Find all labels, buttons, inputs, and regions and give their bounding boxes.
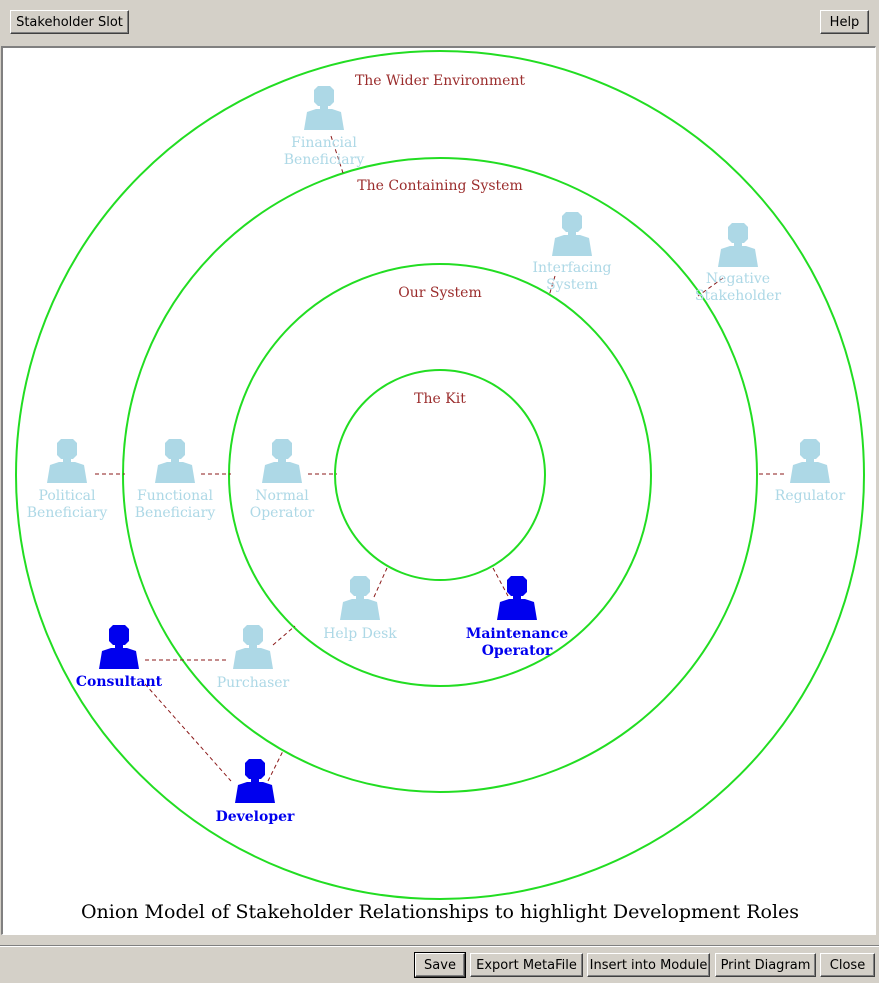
connector-line [272,625,296,646]
connector-line [697,277,724,297]
stakeholder-label-line: Help Desk [323,626,397,642]
stakeholder-label: Help Desk [323,626,397,642]
onion-diagram: The Kit Our System The Containing System Th… [15,50,865,923]
stakeholder-label-line: Stakeholder [695,288,782,304]
stakeholder-label-line: Maintenance [466,626,568,642]
person-icon [718,223,758,267]
stakeholder-developer[interactable]: Developer [216,759,295,825]
person-icon [262,439,302,483]
stakeholder-label-line: Financial [291,135,357,151]
stakeholder-slot-button[interactable]: Stakeholder Slot [10,10,129,34]
stakeholder-label-line: System [546,277,598,293]
ring-label-3: The Containing System [357,178,523,194]
person-icon [155,439,195,483]
stakeholder-purchaser[interactable]: Purchaser [217,625,290,691]
stakeholder-label-line: Interfacing [533,260,612,276]
insert-into-module-button[interactable]: Insert into Module [587,953,710,977]
stakeholder-label: Developer [216,809,295,825]
stakeholder-label-line: Developer [216,809,295,825]
person-icon [47,439,87,483]
close-button[interactable]: Close [820,953,875,977]
save-button[interactable]: Save [414,952,466,978]
footer-separator [0,945,879,947]
ring-label-2: Our System [398,285,482,301]
connector-line [373,567,388,598]
person-icon [235,759,275,803]
export-metafile-button[interactable]: Export MetaFile [470,953,583,977]
stakeholder-regulator[interactable]: Regulator [775,439,846,504]
person-icon [552,212,592,256]
stakeholder-label: Regulator [775,488,846,504]
ring-3 [122,157,758,793]
connector-line [144,683,232,782]
print-diagram-button[interactable]: Print Diagram [715,953,816,977]
diagram-caption: Onion Model of Stakeholder Relationships… [81,901,799,923]
connector-line [548,275,556,297]
stakeholder-label-line: Negative [706,271,770,287]
person-icon [99,625,139,669]
person-icon [233,625,273,669]
connector-line [267,750,284,782]
stakeholder-label-line: Regulator [775,488,846,504]
connector-line [492,567,509,597]
help-button[interactable]: Help [820,10,869,34]
stakeholder-label-line: Beneficiary [135,505,216,521]
stakeholder-label-line: Political [38,488,96,504]
person-icon [304,86,344,130]
stakeholder-label-line: Beneficiary [27,505,108,521]
stakeholder-label: Purchaser [217,675,290,691]
stakeholder-label-line: Beneficiary [284,152,365,168]
stakeholder-label-line: Consultant [76,674,163,690]
person-icon [497,576,537,620]
person-icon [790,439,830,483]
stakeholder-label-line: Purchaser [217,675,290,691]
ring-2 [228,263,652,687]
diagram-canvas: The Kit Our System The Containing System Th… [1,46,876,935]
ring-4 [15,50,865,900]
stakeholder-consultant[interactable]: Consultant [76,625,163,690]
stakeholder-label-line: Normal [255,488,309,504]
stakeholder-helpdesk[interactable]: Help Desk [323,576,397,642]
ring-1 [334,369,546,581]
ring-label-1: The Kit [414,391,466,407]
stakeholder-label-line: Operator [250,505,315,521]
ring-label-4: The Wider Environment [355,73,525,89]
stakeholder-label: Consultant [76,674,163,690]
stakeholder-label-line: Functional [137,488,213,504]
person-icon [340,576,380,620]
stakeholder-label-line: Operator [482,643,553,659]
